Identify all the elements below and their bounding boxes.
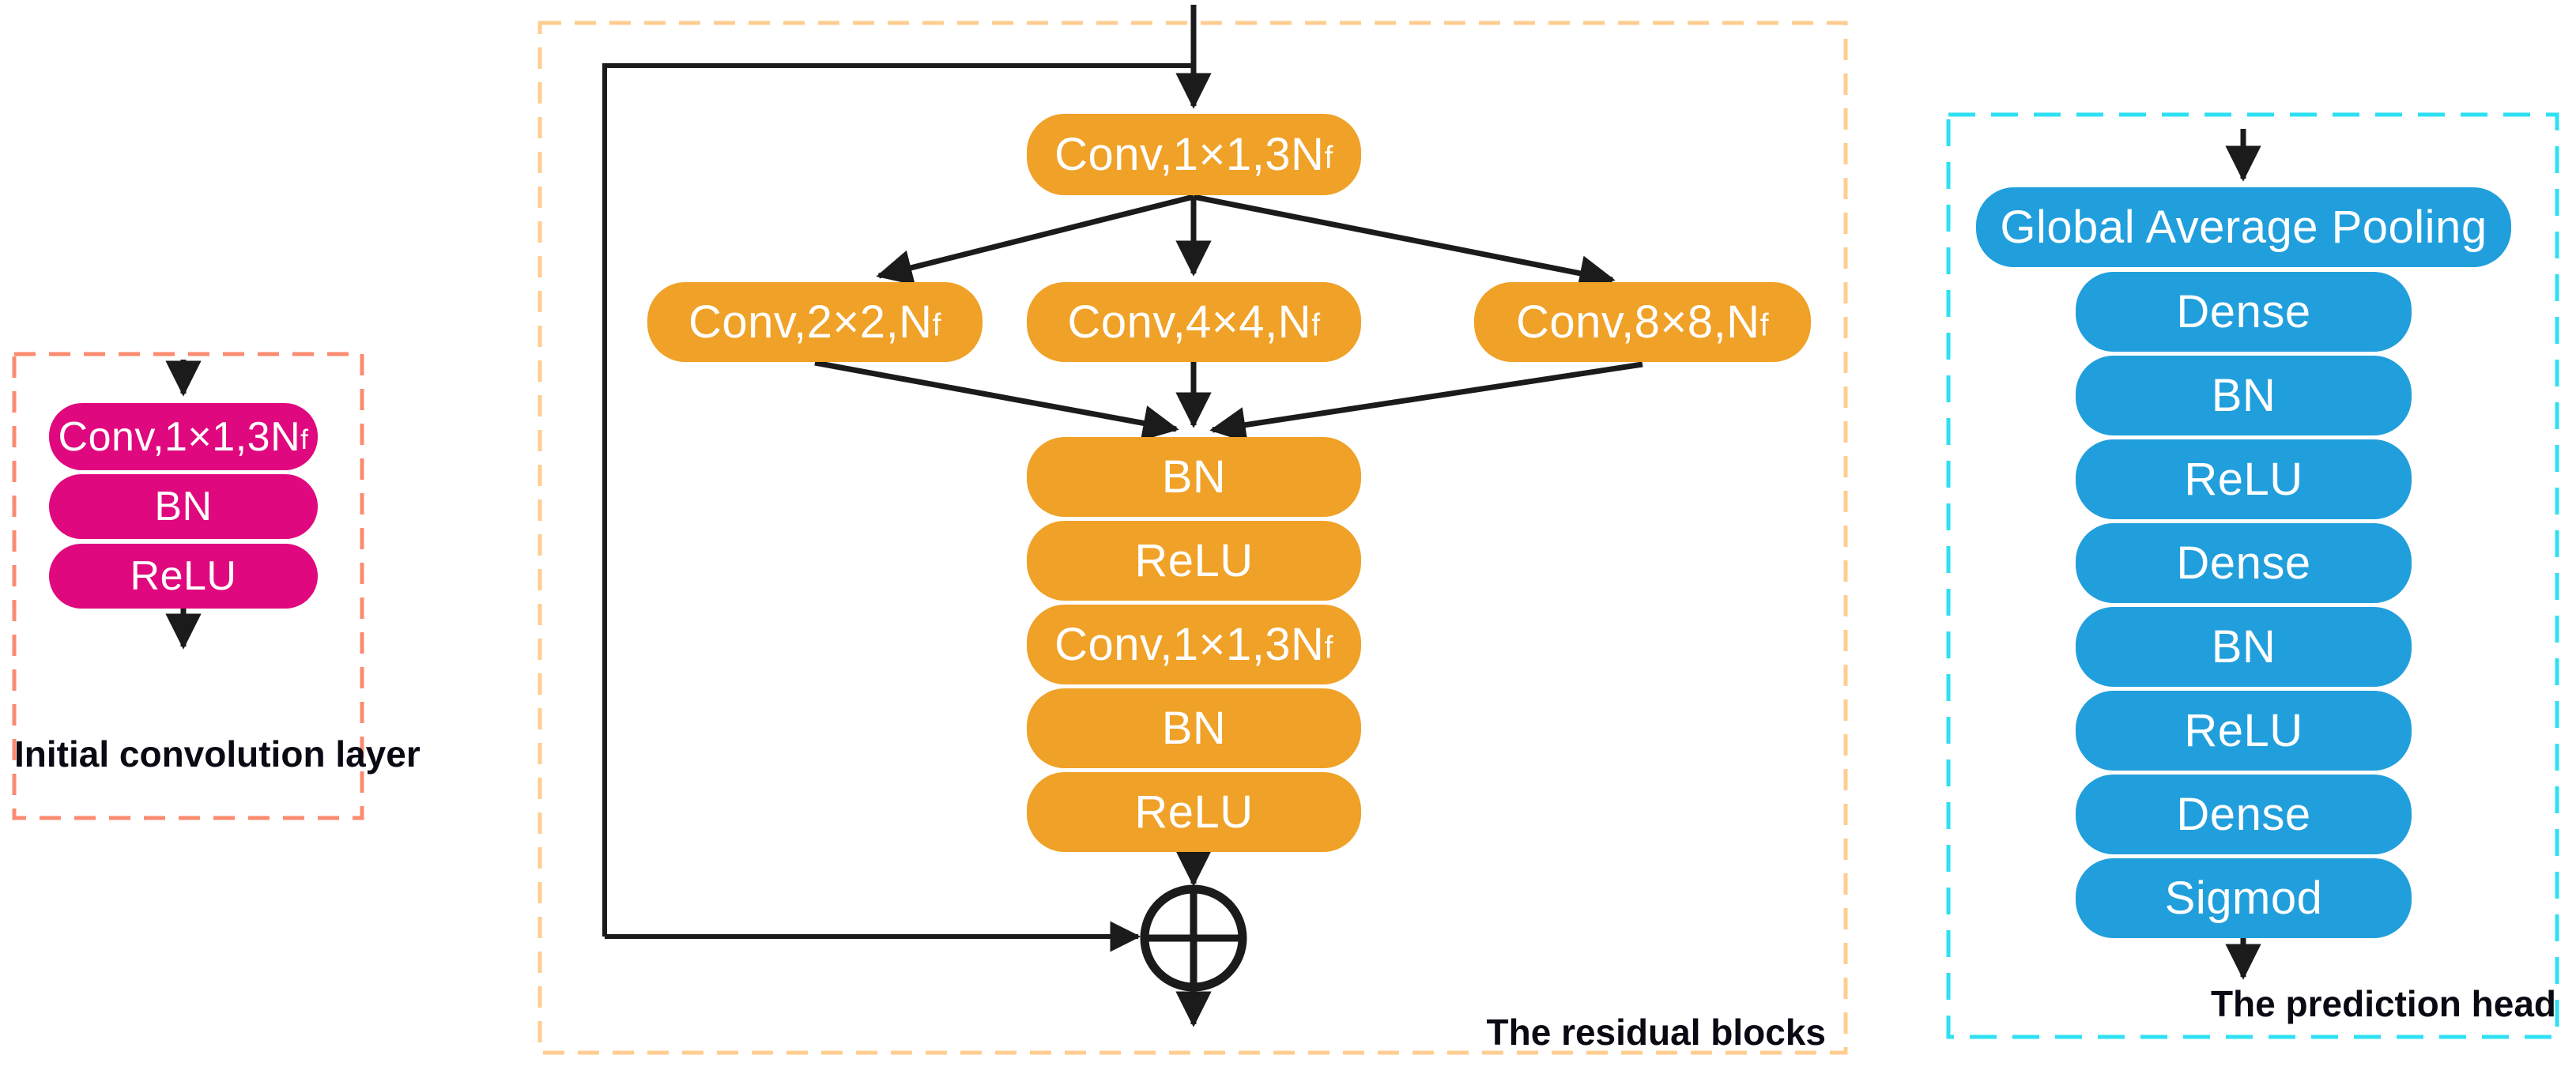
block-head-dense1: Dense (2076, 272, 2412, 352)
block-res-relu2: ReLU (1027, 772, 1361, 852)
block-head-gap: Global Average Pooling (1976, 187, 2511, 267)
block-head-bn1: BN (2076, 356, 2412, 435)
block-head-relu2: ReLU (2076, 691, 2412, 771)
block-head-bn2: BN (2076, 607, 2412, 687)
block-head-sigmod: Sigmod (2076, 858, 2412, 938)
block-initial-relu: ReLU (49, 544, 318, 609)
prediction-head-caption: The prediction head (2210, 983, 2556, 1024)
block-head-relu1: ReLU (2076, 439, 2412, 519)
initial-layer-border (12, 352, 364, 820)
merge-arrow-right (1209, 361, 1643, 443)
merge-arrow-left (814, 360, 1179, 441)
block-res-bn2: BN (1027, 688, 1361, 768)
block-res-bn1: BN (1027, 437, 1361, 517)
residual-blocks-border (537, 21, 1848, 1055)
block-initial-bn: BN (49, 474, 318, 539)
block-res-relu1: ReLU (1027, 521, 1361, 601)
prediction-head-border (1946, 112, 2559, 1039)
block-head-dense2: Dense (2076, 523, 2412, 603)
split-arrow-right (1193, 194, 1616, 292)
split-arrow-left (876, 194, 1194, 285)
residual-blocks-caption: The residual blocks (1486, 1012, 1826, 1053)
initial-layer-caption: Initial convolution layer (14, 733, 421, 775)
block-head-dense3: Dense (2076, 775, 2412, 854)
